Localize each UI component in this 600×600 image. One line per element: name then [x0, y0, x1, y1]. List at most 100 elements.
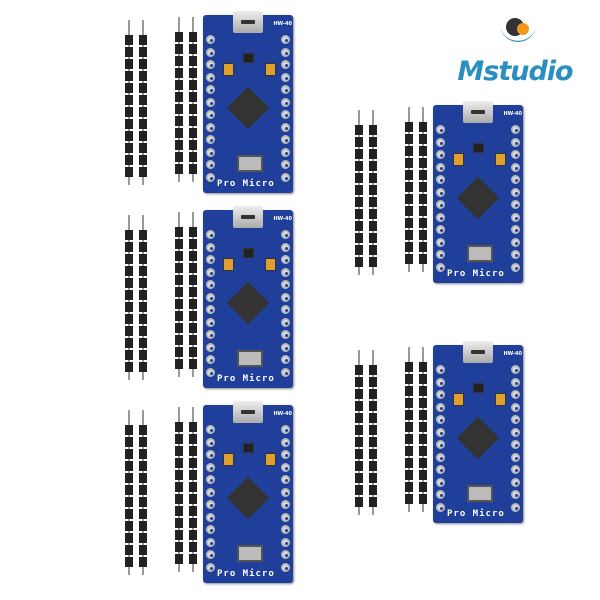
pin-pad: [511, 212, 520, 222]
pin-pad: [281, 242, 290, 252]
header-strip-segment: [405, 398, 413, 408]
header-strip-segment: [139, 521, 147, 531]
pin-pad: [206, 512, 215, 522]
header-strip-segment: [139, 119, 147, 129]
header-strip-segment: [355, 125, 363, 135]
pin-pad: [511, 175, 520, 184]
pin-pad: [436, 212, 445, 222]
pin-pad: [281, 487, 290, 497]
header-strip-segment: [369, 221, 377, 231]
header-strip-segment: [369, 245, 377, 255]
crystal-oscillator: [237, 545, 263, 562]
header-strip-segment: [125, 107, 133, 117]
pin-pad: [511, 390, 520, 399]
header-strip-segment: [175, 518, 183, 528]
header-strip-segment: [125, 167, 133, 177]
header-strip-segment: [139, 230, 147, 240]
header-strip-segment: [175, 434, 183, 444]
header-strip-segment: [355, 377, 363, 387]
pin-pad: [206, 35, 215, 44]
header-strip-segment: [189, 44, 197, 54]
header-strip-segment: [175, 506, 183, 516]
header-strip-segment: [125, 521, 133, 531]
header-strip-segment: [419, 146, 427, 156]
pin-pad: [511, 162, 520, 172]
pin-pad: [511, 365, 520, 374]
header-strip-segment: [355, 473, 363, 483]
header-strip-segment: [405, 134, 413, 144]
header-strip-segment: [369, 377, 377, 387]
header-strip-segment: [189, 359, 197, 369]
header-strip-segment: [175, 554, 183, 564]
header-strip-segment: [355, 185, 363, 195]
header-strip-segment: [355, 257, 363, 267]
pin-pad: [281, 512, 290, 522]
header-strip-segment: [125, 326, 133, 336]
pin-pad: [436, 200, 445, 209]
header-strip-segment: [369, 401, 377, 411]
header-strip-segment: [355, 461, 363, 471]
crystal-oscillator: [237, 350, 263, 367]
pin-pad: [281, 425, 290, 434]
pin-pad: [206, 317, 215, 327]
header-strip-segment: [189, 446, 197, 456]
header-strip-segment: [189, 116, 197, 126]
header-strip-segment: [419, 170, 427, 180]
header-strip-segment: [125, 143, 133, 153]
header-strip-segment: [405, 146, 413, 156]
header-strip-segment: [139, 302, 147, 312]
header-strip-segment: [405, 422, 413, 432]
pin-pad: [206, 60, 215, 69]
header-strip-segment: [189, 311, 197, 321]
model-label: HW-40: [273, 21, 292, 27]
header-strip-segment: [139, 485, 147, 495]
header-strip-segment: [369, 149, 377, 159]
pin-pad: [511, 137, 520, 147]
pin-pad: [436, 237, 445, 247]
header-strip-segment: [369, 389, 377, 399]
pro-micro-board: Pro Micro HW-40: [203, 11, 293, 193]
pin-pad: [511, 415, 520, 424]
header-strip-segment: [175, 446, 183, 456]
header-strip-segment: [175, 263, 183, 273]
header-strip-segment: [419, 254, 427, 264]
header-strip-segment: [175, 140, 183, 150]
header-strip-segment: [189, 32, 197, 42]
regulator: [243, 248, 254, 258]
header-strip-segment: [189, 92, 197, 102]
header-strip-segment: [355, 413, 363, 423]
header-strip-segment: [125, 230, 133, 240]
pin-pad: [511, 427, 520, 437]
header-strip-segment: [189, 470, 197, 480]
header-strip-segment: [355, 137, 363, 147]
header-strip-segment: [125, 35, 133, 45]
pin-pad: [436, 187, 445, 197]
pin-pad: [511, 502, 520, 512]
header-strip-segment: [175, 530, 183, 540]
header-strip-segment: [405, 386, 413, 396]
pin-pad: [511, 237, 520, 247]
header-strip-segment: [175, 335, 183, 345]
header-strip-segment: [125, 557, 133, 567]
header-strip-segment: [189, 494, 197, 504]
header-strip-segment: [405, 470, 413, 480]
header-strip-segment: [189, 275, 197, 285]
header-strip-segment: [125, 314, 133, 324]
header-strip-segment: [189, 458, 197, 468]
pin-pad: [206, 462, 215, 472]
header-strip-segment: [175, 311, 183, 321]
board-label: Pro Micro: [217, 569, 275, 579]
header-strip-segment: [419, 446, 427, 456]
tantalum-capacitor: [495, 393, 506, 406]
header-strip-segment: [175, 422, 183, 432]
pin-pad: [281, 292, 290, 302]
header-strip-segment: [125, 437, 133, 447]
pin-pad: [206, 122, 215, 132]
pin-pad: [281, 230, 290, 239]
pin-pad: [436, 440, 445, 449]
board-label: Pro Micro: [217, 179, 275, 189]
header-strip-segment: [189, 482, 197, 492]
header-strip-segment: [419, 194, 427, 204]
